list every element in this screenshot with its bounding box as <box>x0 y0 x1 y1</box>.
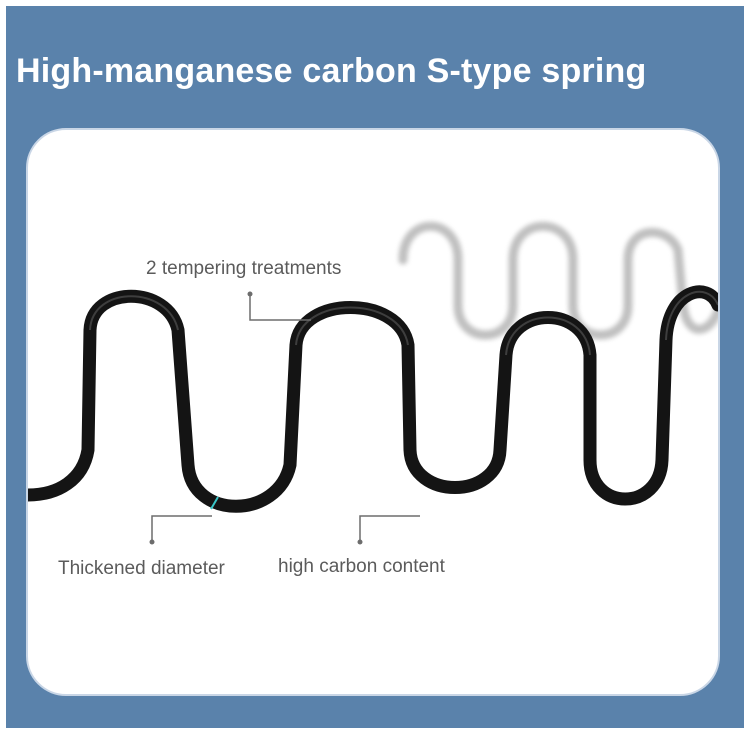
leader-line-top <box>249 294 311 321</box>
blurred-background-spring <box>398 221 718 340</box>
callout-thickened-diameter: Thickened diameter <box>58 558 225 579</box>
callout-high-carbon: high carbon content <box>278 556 445 577</box>
spring-highlight <box>89 290 718 356</box>
callout-tempering: 2 tempering treatments <box>146 258 342 279</box>
spring-illustration <box>28 221 718 545</box>
page-title: High-manganese carbon S-type spring <box>16 52 647 90</box>
leader-line-bottom-left <box>151 515 212 542</box>
blue-frame: High-manganese carbon S-type spring <box>6 6 744 728</box>
s-type-spring-wire <box>28 285 718 513</box>
leader-line-bottom-right <box>359 515 420 542</box>
diameter-accent-mark <box>210 496 219 510</box>
product-image-panel: 2 tempering treatments Thickened diamete… <box>26 128 720 696</box>
